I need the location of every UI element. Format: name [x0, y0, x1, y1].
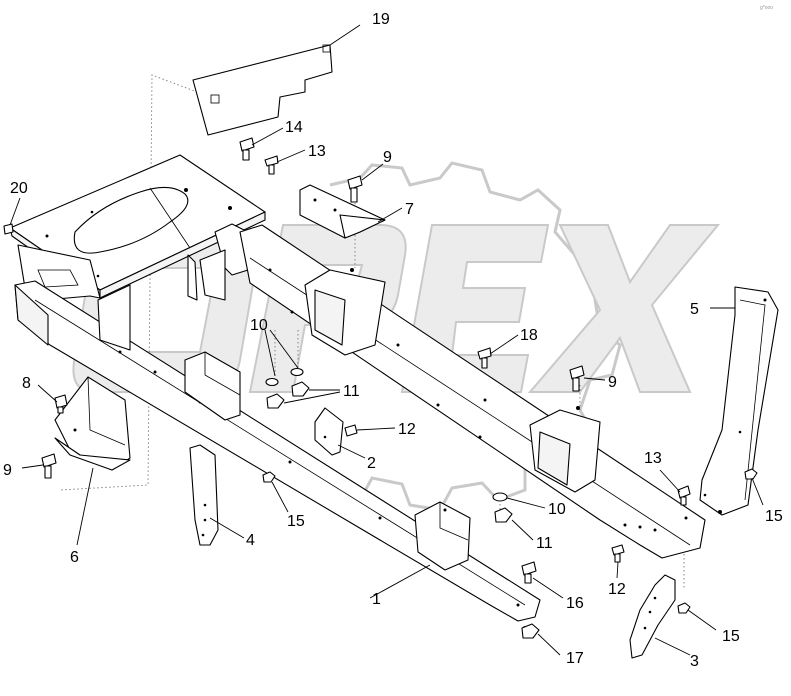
part-5-brace [699, 286, 779, 516]
callout-6: 6 [70, 549, 79, 566]
callout-9-left: 9 [3, 462, 12, 479]
callout-13-top: 13 [308, 143, 326, 160]
nut-15-a [262, 471, 276, 483]
callout-10-lower: 10 [548, 501, 566, 518]
fasteners [3, 137, 758, 639]
nut-17 [521, 623, 540, 639]
callout-20: 20 [10, 180, 28, 197]
washer-10-left [265, 377, 279, 387]
washer-10-right [290, 367, 304, 377]
bolt-13-right [677, 485, 691, 506]
part-4-bracket [189, 444, 219, 546]
part-19-cover-plate [192, 44, 333, 136]
bolt-8 [54, 394, 68, 414]
callout-15-left: 15 [287, 513, 305, 530]
callout-12-upper: 12 [398, 421, 416, 438]
callout-5: 5 [690, 301, 699, 318]
nut-15-b [744, 468, 758, 480]
nut-11-b [266, 393, 285, 409]
bolt-12-lower [611, 544, 625, 563]
callout-8: 8 [22, 375, 31, 392]
bolt-14 [239, 137, 255, 161]
part-7-bracket [299, 184, 386, 239]
bolt-9-left [41, 453, 57, 479]
callout-19: 19 [372, 11, 390, 28]
callout-4: 4 [246, 532, 255, 549]
nut-11-c [494, 507, 513, 523]
callout-14: 14 [285, 119, 303, 136]
watermark-letter-x [527, 224, 721, 393]
bolt-20 [3, 223, 14, 235]
callout-2: 2 [367, 455, 376, 472]
frame-mount-rear [529, 406, 601, 493]
callout-18: 18 [520, 327, 538, 344]
callout-10-upper: 10 [250, 317, 268, 334]
callout-3: 3 [690, 653, 699, 670]
callout-7: 7 [405, 201, 414, 218]
callout-13-right: 13 [644, 450, 662, 467]
part-2-clip [314, 407, 344, 456]
bolt-12-upper [344, 424, 358, 437]
callout-11-lower: 11 [536, 535, 553, 552]
nut-15-c [677, 602, 691, 614]
bolt-13-top [264, 155, 279, 175]
bolt-16 [521, 561, 537, 584]
callout-9-top: 9 [383, 149, 392, 166]
part-6-bracket [54, 376, 131, 471]
washer-10-lower [492, 492, 508, 502]
callout-1: 1 [372, 591, 381, 608]
part-3-bracket [629, 574, 676, 659]
frame-mount-front [184, 351, 241, 421]
frame-mount-mid [304, 268, 386, 356]
leader-lines [9, 24, 764, 656]
callout-15-lower: 15 [722, 628, 740, 645]
bolt-18 [477, 347, 492, 369]
frame-mount-lower [414, 501, 471, 571]
callout-17: 17 [566, 650, 584, 667]
part-20-platform [9, 154, 266, 301]
callout-16: 16 [566, 595, 584, 612]
callout-9-right: 9 [608, 374, 617, 391]
corner-mark: g*ooo [760, 5, 773, 11]
bolt-9-top [347, 175, 363, 203]
callout-labels: 19 14 13 9 7 20 5 18 9 10 11 12 2 8 9 6 … [3, 11, 783, 670]
bolt-9-right [569, 365, 585, 392]
callout-15-right: 15 [765, 508, 783, 525]
callout-11-upper: 11 [343, 383, 360, 400]
callout-12-lower: 12 [608, 581, 626, 598]
nut-11-a [291, 381, 310, 397]
